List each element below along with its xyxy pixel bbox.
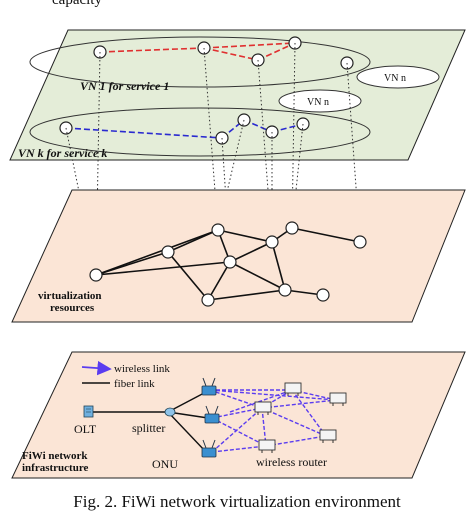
vnk-label: VN k for service k [18, 146, 107, 160]
router-icon [254, 401, 272, 415]
onu-label: ONU [152, 457, 178, 471]
bottom-plane [11, 351, 466, 479]
resource-node [316, 288, 330, 302]
wireless-links [209, 389, 337, 453]
resource-node [265, 235, 279, 249]
resource-layer: virtualization resources [11, 189, 466, 323]
legend: wireless link fiber link [81, 360, 170, 390]
vn1-links [99, 42, 296, 61]
router-icon [284, 382, 302, 396]
vn1-ellipse [29, 36, 371, 88]
resources-label-line2: resources [50, 302, 95, 314]
router-icon [258, 439, 276, 453]
vn1-label: VN 1 for service 1 [80, 79, 169, 93]
splitter-icon [164, 407, 176, 417]
resource-node [161, 245, 175, 259]
resource-node [285, 221, 299, 235]
resource-node [278, 283, 292, 297]
infrastructure-layer: wireless link fiber link [11, 351, 466, 479]
vnn-ellipse-b [278, 89, 362, 113]
resource-node [211, 223, 225, 237]
middle-plane [11, 189, 466, 323]
legend-wireless-swatch [81, 360, 112, 376]
legend-fiber-label: fiber link [114, 378, 155, 390]
infrastructure-title-line2: infrastructure [22, 462, 89, 474]
router-icon [329, 392, 347, 406]
vnn-label-b: VN n [307, 97, 329, 108]
resource-node [201, 293, 215, 307]
resource-node [89, 268, 103, 282]
splitter-label: splitter [132, 421, 165, 435]
resource-node [223, 255, 237, 269]
onu-icon [204, 405, 220, 424]
router-icon [319, 429, 337, 443]
vnn-ellipse-a [356, 65, 440, 89]
top-fragment-text: capacity [52, 0, 102, 8]
router-label: wireless router [256, 455, 327, 469]
resources-label-line1: virtualization [38, 290, 102, 302]
figure-caption: Fig. 2. FiWi network virtualization envi… [73, 492, 401, 511]
onu-icon [201, 439, 217, 458]
resource-nodes [89, 221, 367, 307]
vnk-nodes [59, 113, 310, 145]
infrastructure-title-line1: FiWi network [22, 450, 88, 462]
vnn-label-a: VN n [384, 73, 406, 84]
vnk-ellipse [29, 107, 371, 157]
top-plane [9, 29, 466, 161]
resource-node [353, 235, 367, 249]
olt-label: OLT [74, 422, 97, 436]
virtual-network-layer: VN 1 for service 1 VN k for service k VN… [9, 29, 466, 161]
legend-wireless-label: wireless link [114, 363, 170, 375]
olt-icon [83, 405, 94, 418]
onu-icon [201, 377, 217, 396]
